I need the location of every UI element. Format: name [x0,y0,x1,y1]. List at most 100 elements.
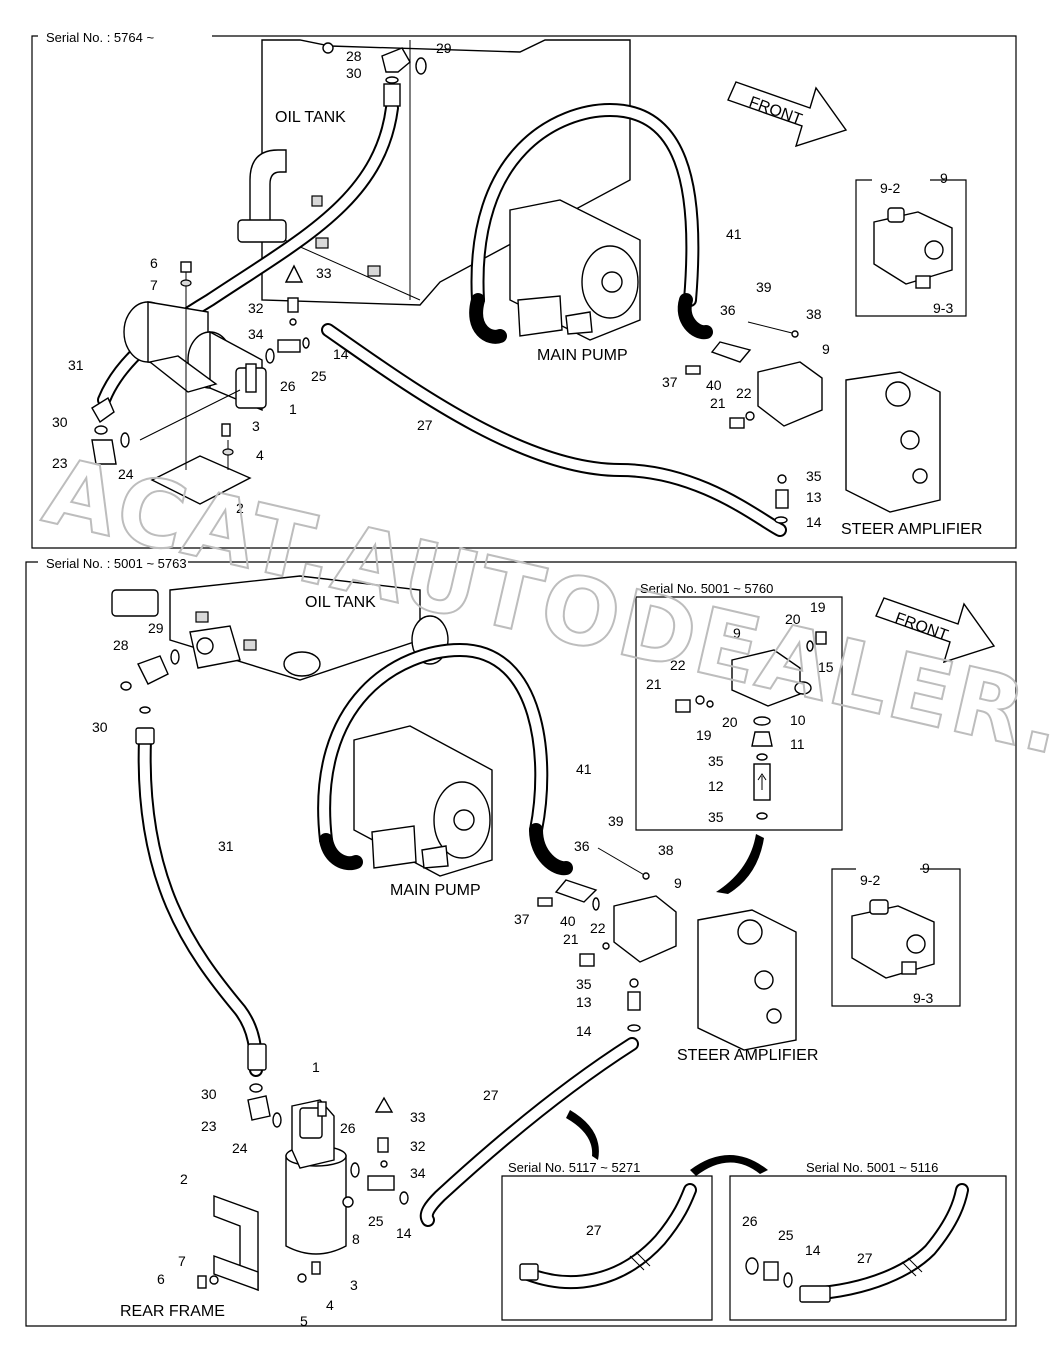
svg-text:40: 40 [706,377,722,393]
svg-text:22: 22 [590,920,606,936]
top-fitting-30 [383,83,401,107]
svg-text:27: 27 [417,417,433,433]
svg-text:9-3: 9-3 [913,990,933,1006]
bottom-rear-frame-label: REAR FRAME [120,1303,225,1320]
svg-text:29: 29 [436,40,452,56]
bottom-inset-2: Serial No. 5117 ~ 5271 27 [501,1160,713,1321]
svg-text:28: 28 [113,637,129,653]
svg-text:14: 14 [396,1225,412,1241]
svg-text:7: 7 [178,1253,186,1269]
svg-text:36: 36 [720,302,736,318]
svg-text:24: 24 [118,466,134,482]
svg-text:32: 32 [410,1138,426,1154]
svg-text:33: 33 [316,265,332,281]
svg-text:9-2: 9-2 [880,180,900,196]
svg-text:9-2: 9-2 [860,872,880,888]
svg-text:21: 21 [563,931,579,947]
bottom-detail-9: 9 9-2 9-3 [831,860,961,1007]
top-steer-amplifier: STEER AMPLIFIER [841,371,982,538]
svg-text:8: 8 [352,1231,360,1247]
top-front-arrow: FRONT [727,81,848,148]
svg-text:30: 30 [346,65,362,81]
svg-text:37: 37 [662,374,678,390]
bottom-serial: Serial No. : 5001 ~ 5763 [46,556,187,571]
top-panel: Serial No. : 5764 ~ OIL TANK [31,30,1017,549]
svg-text:21: 21 [646,676,662,692]
svg-text:20: 20 [785,611,801,627]
top-oil-tank: OIL TANK [237,39,631,306]
svg-text:2: 2 [180,1171,188,1187]
top-frame [31,35,1017,549]
svg-text:35: 35 [708,809,724,825]
inset-1-arrow [716,834,764,894]
svg-text:1: 1 [289,401,297,417]
top-fitting-28 [381,47,411,73]
svg-text:41: 41 [726,226,742,242]
bottom-steer-amplifier-label: STEER AMPLIFIER [677,1047,818,1064]
svg-text:13: 13 [806,489,822,505]
top-emergency-motor [123,301,267,412]
svg-text:28: 28 [346,48,362,64]
svg-text:27: 27 [483,1087,499,1103]
svg-text:12: 12 [708,778,724,794]
svg-text:30: 30 [52,414,68,430]
svg-text:35: 35 [576,976,592,992]
top-oil-tank-label: OIL TANK [275,109,346,126]
svg-text:23: 23 [52,455,68,471]
svg-text:9-3: 9-3 [933,300,953,316]
svg-text:38: 38 [658,842,674,858]
svg-text:9: 9 [922,860,930,876]
svg-text:32: 32 [248,300,264,316]
bottom-main-pump-label: MAIN PUMP [390,882,481,899]
bottom-inset-1: Serial No. 5001 ~ 5760 9 19 20 15 22 21 … [635,581,843,831]
svg-text:19: 19 [696,727,712,743]
svg-text:Serial No. 5001 ~ 5760: Serial No. 5001 ~ 5760 [640,581,773,596]
svg-text:40: 40 [560,913,576,929]
top-callouts: 28 29 30 6 7 33 32 34 31 1 26 25 14 30 2… [52,40,830,530]
svg-text:26: 26 [280,378,296,394]
svg-text:35: 35 [708,753,724,769]
svg-text:39: 39 [608,813,624,829]
top-plate-2 [150,455,252,505]
svg-text:33: 33 [410,1109,426,1125]
top-detail-9: 9 9-2 9-3 [855,170,967,317]
svg-text:22: 22 [736,385,752,401]
svg-text:25: 25 [311,368,327,384]
svg-text:30: 30 [92,719,108,735]
svg-text:14: 14 [576,1023,592,1039]
svg-text:9: 9 [940,170,948,186]
svg-text:Serial No. 5001 ~ 5116: Serial No. 5001 ~ 5116 [806,1160,938,1175]
svg-text:9: 9 [674,875,682,891]
svg-text:27: 27 [857,1250,873,1266]
svg-text:9: 9 [733,625,741,641]
svg-text:3: 3 [252,418,260,434]
svg-text:6: 6 [157,1271,165,1287]
svg-text:15: 15 [818,659,834,675]
svg-text:6: 6 [150,255,158,271]
svg-text:38: 38 [806,306,822,322]
svg-text:34: 34 [410,1165,426,1181]
svg-text:9: 9 [822,341,830,357]
svg-text:34: 34 [248,326,264,342]
svg-text:2: 2 [236,500,244,516]
bottom-panel: Serial No. : 5001 ~ 5763 OIL TANK [25,556,1017,1329]
svg-text:10: 10 [790,712,806,728]
top-steer-amplifier-label: STEER AMPLIFIER [841,521,982,538]
top-oring-29 [415,57,427,75]
top-main-pump-label: MAIN PUMP [537,347,628,364]
svg-text:31: 31 [218,838,234,854]
top-main-pump: MAIN PUMP [509,199,641,364]
svg-text:22: 22 [670,657,686,673]
svg-text:41: 41 [576,761,592,777]
svg-text:7: 7 [150,277,158,293]
top-serial: Serial No. : 5764 ~ [46,30,154,45]
svg-text:5: 5 [300,1313,308,1329]
svg-text:14: 14 [805,1242,821,1258]
svg-text:19: 19 [810,599,826,615]
top-block-9 [757,361,823,427]
svg-text:25: 25 [778,1227,794,1243]
svg-text:37: 37 [514,911,530,927]
svg-text:3: 3 [350,1277,358,1293]
svg-text:21: 21 [710,395,726,411]
